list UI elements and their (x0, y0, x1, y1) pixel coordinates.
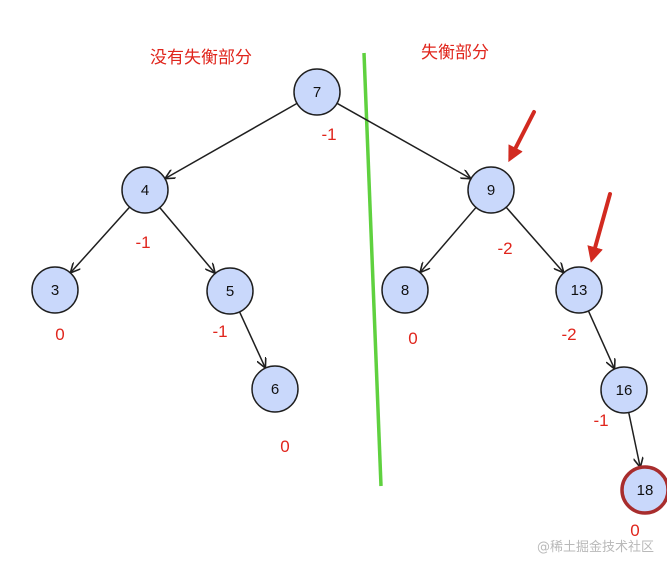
heading-no-imbalance: 没有失衡部分 (150, 48, 252, 68)
tree-node-16: 16 (600, 366, 648, 414)
edge-n16-n18 (627, 412, 640, 467)
node-circle (555, 266, 603, 314)
node-label: 18 (637, 482, 654, 499)
balance-factor-7: -1 (321, 125, 336, 144)
balance-factors: -1 -1 0 -1 0 -2 0 -2 -1 0 (55, 125, 639, 540)
tree-node-13: 13 (555, 266, 603, 314)
node-circle (121, 166, 169, 214)
balance-factor-18: 0 (630, 521, 639, 540)
node-label: 7 (313, 84, 321, 101)
edge-n4-n5 (159, 207, 215, 273)
edge-n7-n4 (166, 102, 298, 178)
tree-node-5: 5 (206, 267, 254, 315)
balance-factor-13: -2 (561, 325, 576, 344)
tree-nodes: 7 4 3 5 6 9 8 13 16 18 (31, 68, 667, 515)
edge-n5-n6 (238, 311, 265, 367)
tree-node-9: 9 (467, 166, 515, 214)
balance-factor-5: -1 (212, 322, 227, 341)
node-label: 9 (487, 182, 495, 199)
edge-n4-n3 (71, 206, 131, 272)
balance-factor-9: -2 (497, 239, 512, 258)
node-circle (293, 68, 341, 116)
node-circle (31, 266, 79, 314)
node-circle (206, 267, 254, 315)
tree-node-3: 3 (31, 266, 79, 314)
edge-n9-n8 (421, 206, 477, 271)
node-circle (620, 465, 667, 515)
imbalance-arrow-n13 (587, 192, 612, 263)
node-label: 8 (401, 282, 409, 299)
node-label: 5 (226, 283, 234, 300)
node-label: 6 (271, 381, 279, 398)
balance-factor-6: 0 (280, 437, 289, 456)
node-label: 4 (141, 182, 149, 199)
node-circle (600, 366, 648, 414)
balance-factor-3: 0 (55, 325, 64, 344)
node-label: 13 (571, 282, 588, 299)
node-label: 16 (616, 382, 633, 399)
node-circle (381, 266, 429, 314)
imbalance-markers (508, 110, 612, 263)
tree-node-4: 4 (121, 166, 169, 214)
balance-factor-8: 0 (408, 329, 417, 348)
heading-imbalance: 失衡部分 (421, 43, 489, 63)
edge-n13-n16 (587, 310, 614, 368)
divider-line (362, 52, 383, 487)
edge-n7-n9 (336, 102, 470, 178)
tree-node-6: 6 (251, 365, 299, 413)
node-circle (251, 365, 299, 413)
edge-n9-n13 (505, 206, 563, 272)
tree-node-8: 8 (381, 266, 429, 314)
balance-factor-16: -1 (593, 411, 608, 430)
tree-node-7: 7 (293, 68, 341, 116)
watermark: @稀土掘金技术社区 (537, 539, 654, 555)
balance-factor-4: -1 (135, 233, 150, 252)
imbalance-arrow-n9 (508, 110, 536, 163)
edges (71, 102, 640, 467)
tree-node-18: 18 (620, 465, 667, 515)
node-circle (467, 166, 515, 214)
node-label: 3 (51, 282, 59, 299)
